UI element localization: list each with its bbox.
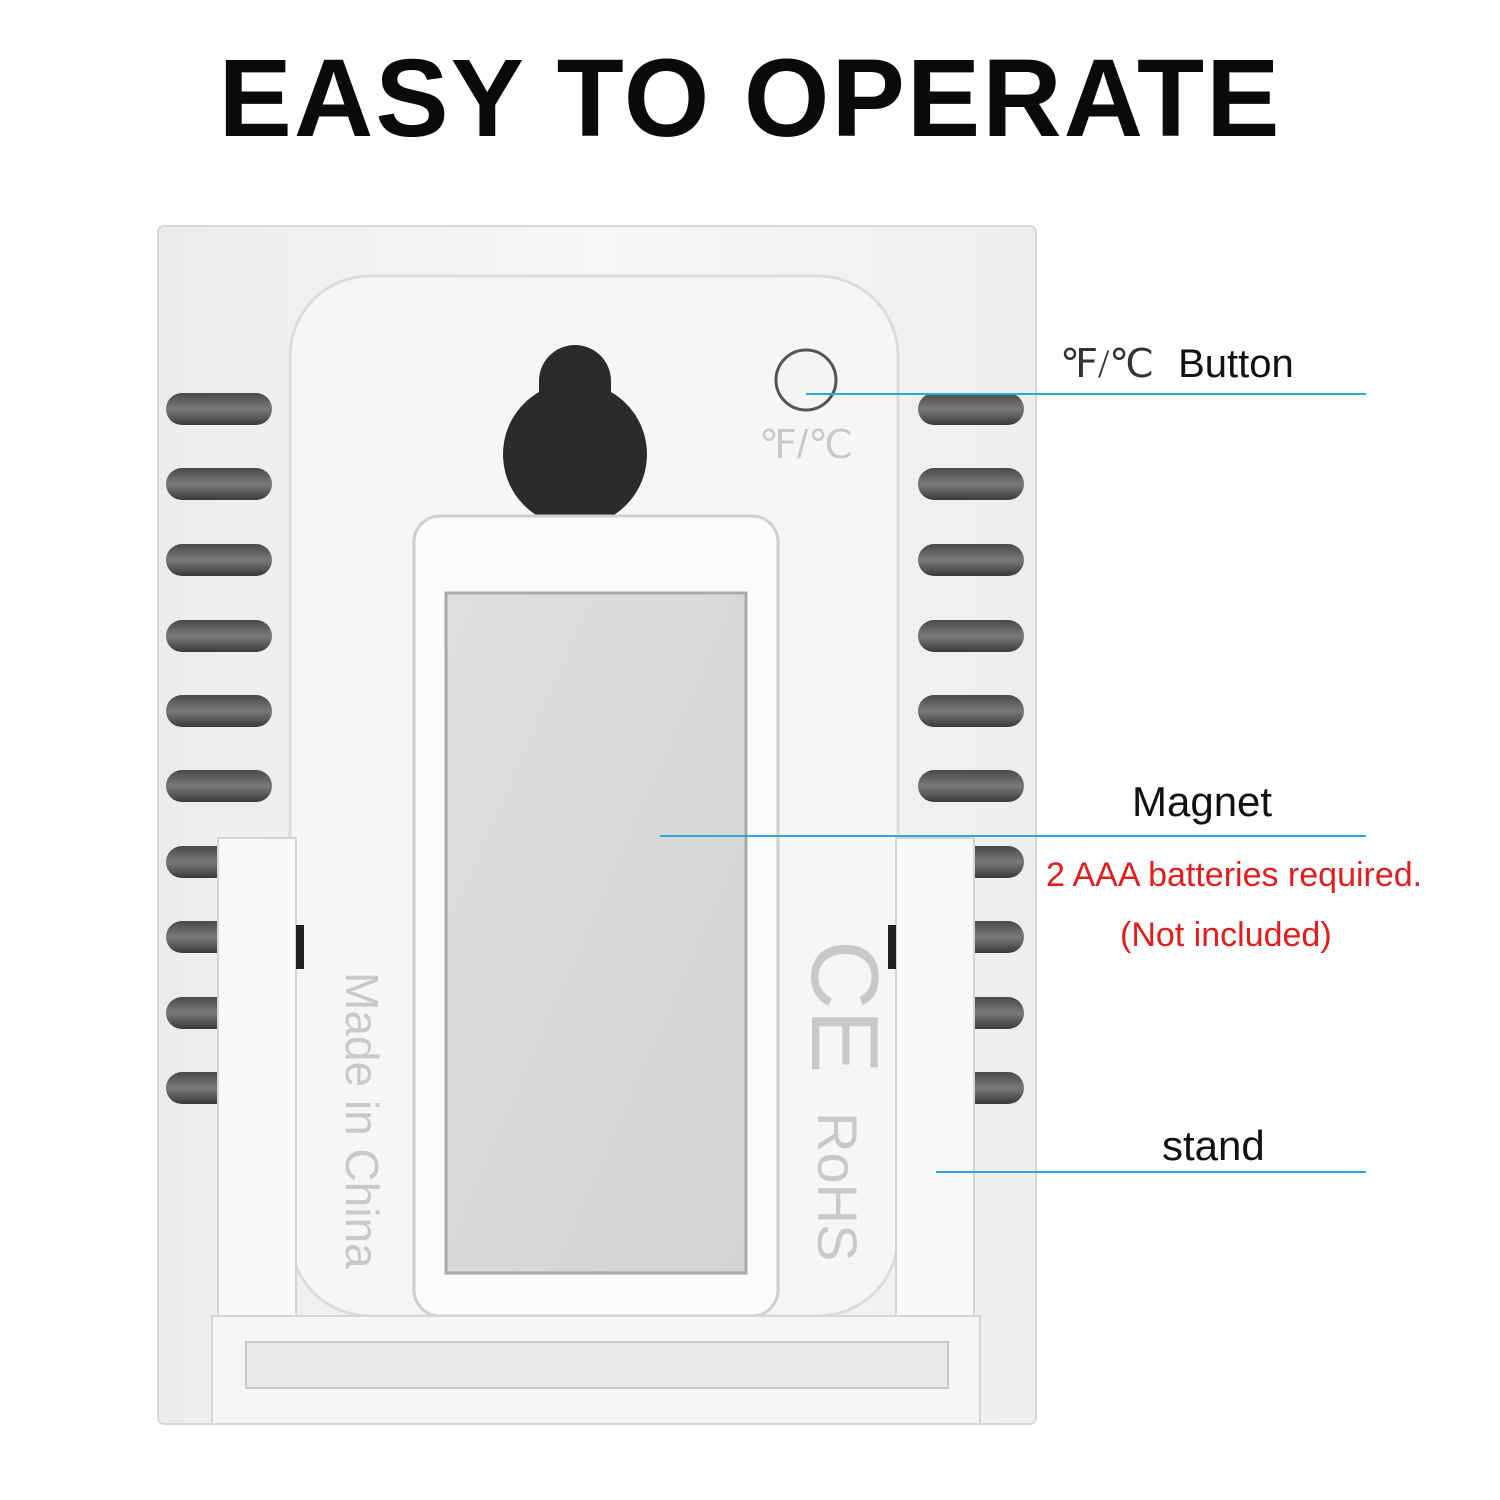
leader-lines [660,393,1366,1173]
battery-requirement-text: 2 AAA batteries required. [1046,856,1423,894]
unit-toggle-button [774,348,838,412]
headline: EASY TO OPERATE [218,37,1282,160]
stand-callout: stand [1162,1122,1265,1169]
stand-groove [245,1341,949,1389]
button-callout: ℉/℃ Button [1060,340,1294,387]
made-in-china-text: Made in China [336,972,388,1269]
keyhole-icon [503,345,648,527]
button-engraving: ℉/℃ [759,423,853,467]
rohs-text: RoHS [806,1112,869,1261]
battery-not-included-text: (Not included) [1120,916,1332,954]
magnet-callout: Magnet [1132,778,1273,825]
button-callout-label: Button [1178,342,1294,386]
button-callout-unit: ℉/℃ [1060,341,1155,386]
ce-mark: CE [791,940,898,1073]
magnet-strip [444,591,748,1275]
